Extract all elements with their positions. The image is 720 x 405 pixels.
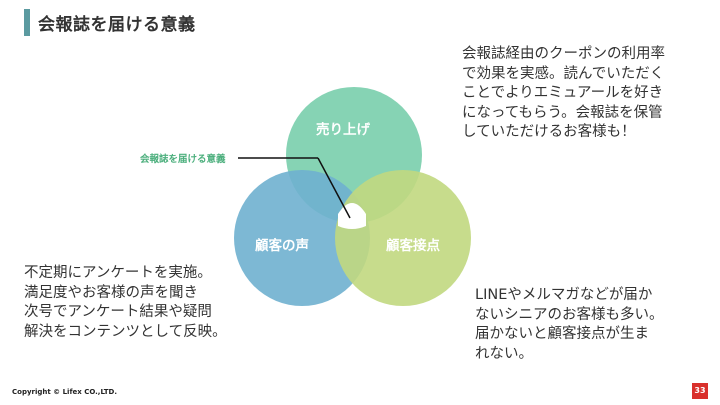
top-right-text: 会報誌経由のクーポンの利用率 で効果を実感。読んでいただく ことでよりエミュアー… <box>462 46 665 140</box>
bottom-right-text: LINEやメルマガなどが届か ないシニアのお客様も多い。 届かないと顧客接点が生… <box>475 287 664 362</box>
copyright-footer: Copyright © Lifex CO.,LTD. <box>12 388 117 396</box>
title-accent-bar <box>24 9 30 36</box>
page-number-badge: 33 <box>692 383 708 399</box>
venn-label-customer-voice: 顧客の声 <box>255 238 309 254</box>
venn-circle-customer-contact <box>335 170 471 306</box>
slide-title: 会報誌を届ける意義 <box>38 15 196 35</box>
venn-label-sales: 売り上げ <box>316 122 370 138</box>
bottom-left-text: 不定期にアンケートを実施。 満足度やお客様の声を聞き 次号でアンケート結果や疑問… <box>24 265 227 340</box>
venn-circle-customer-voice <box>234 170 370 306</box>
venn-callout-label: 会報誌を届ける意義 <box>140 154 226 165</box>
venn-label-customer-contact: 顧客接点 <box>386 238 440 254</box>
callout-line-diagonal <box>317 157 351 219</box>
